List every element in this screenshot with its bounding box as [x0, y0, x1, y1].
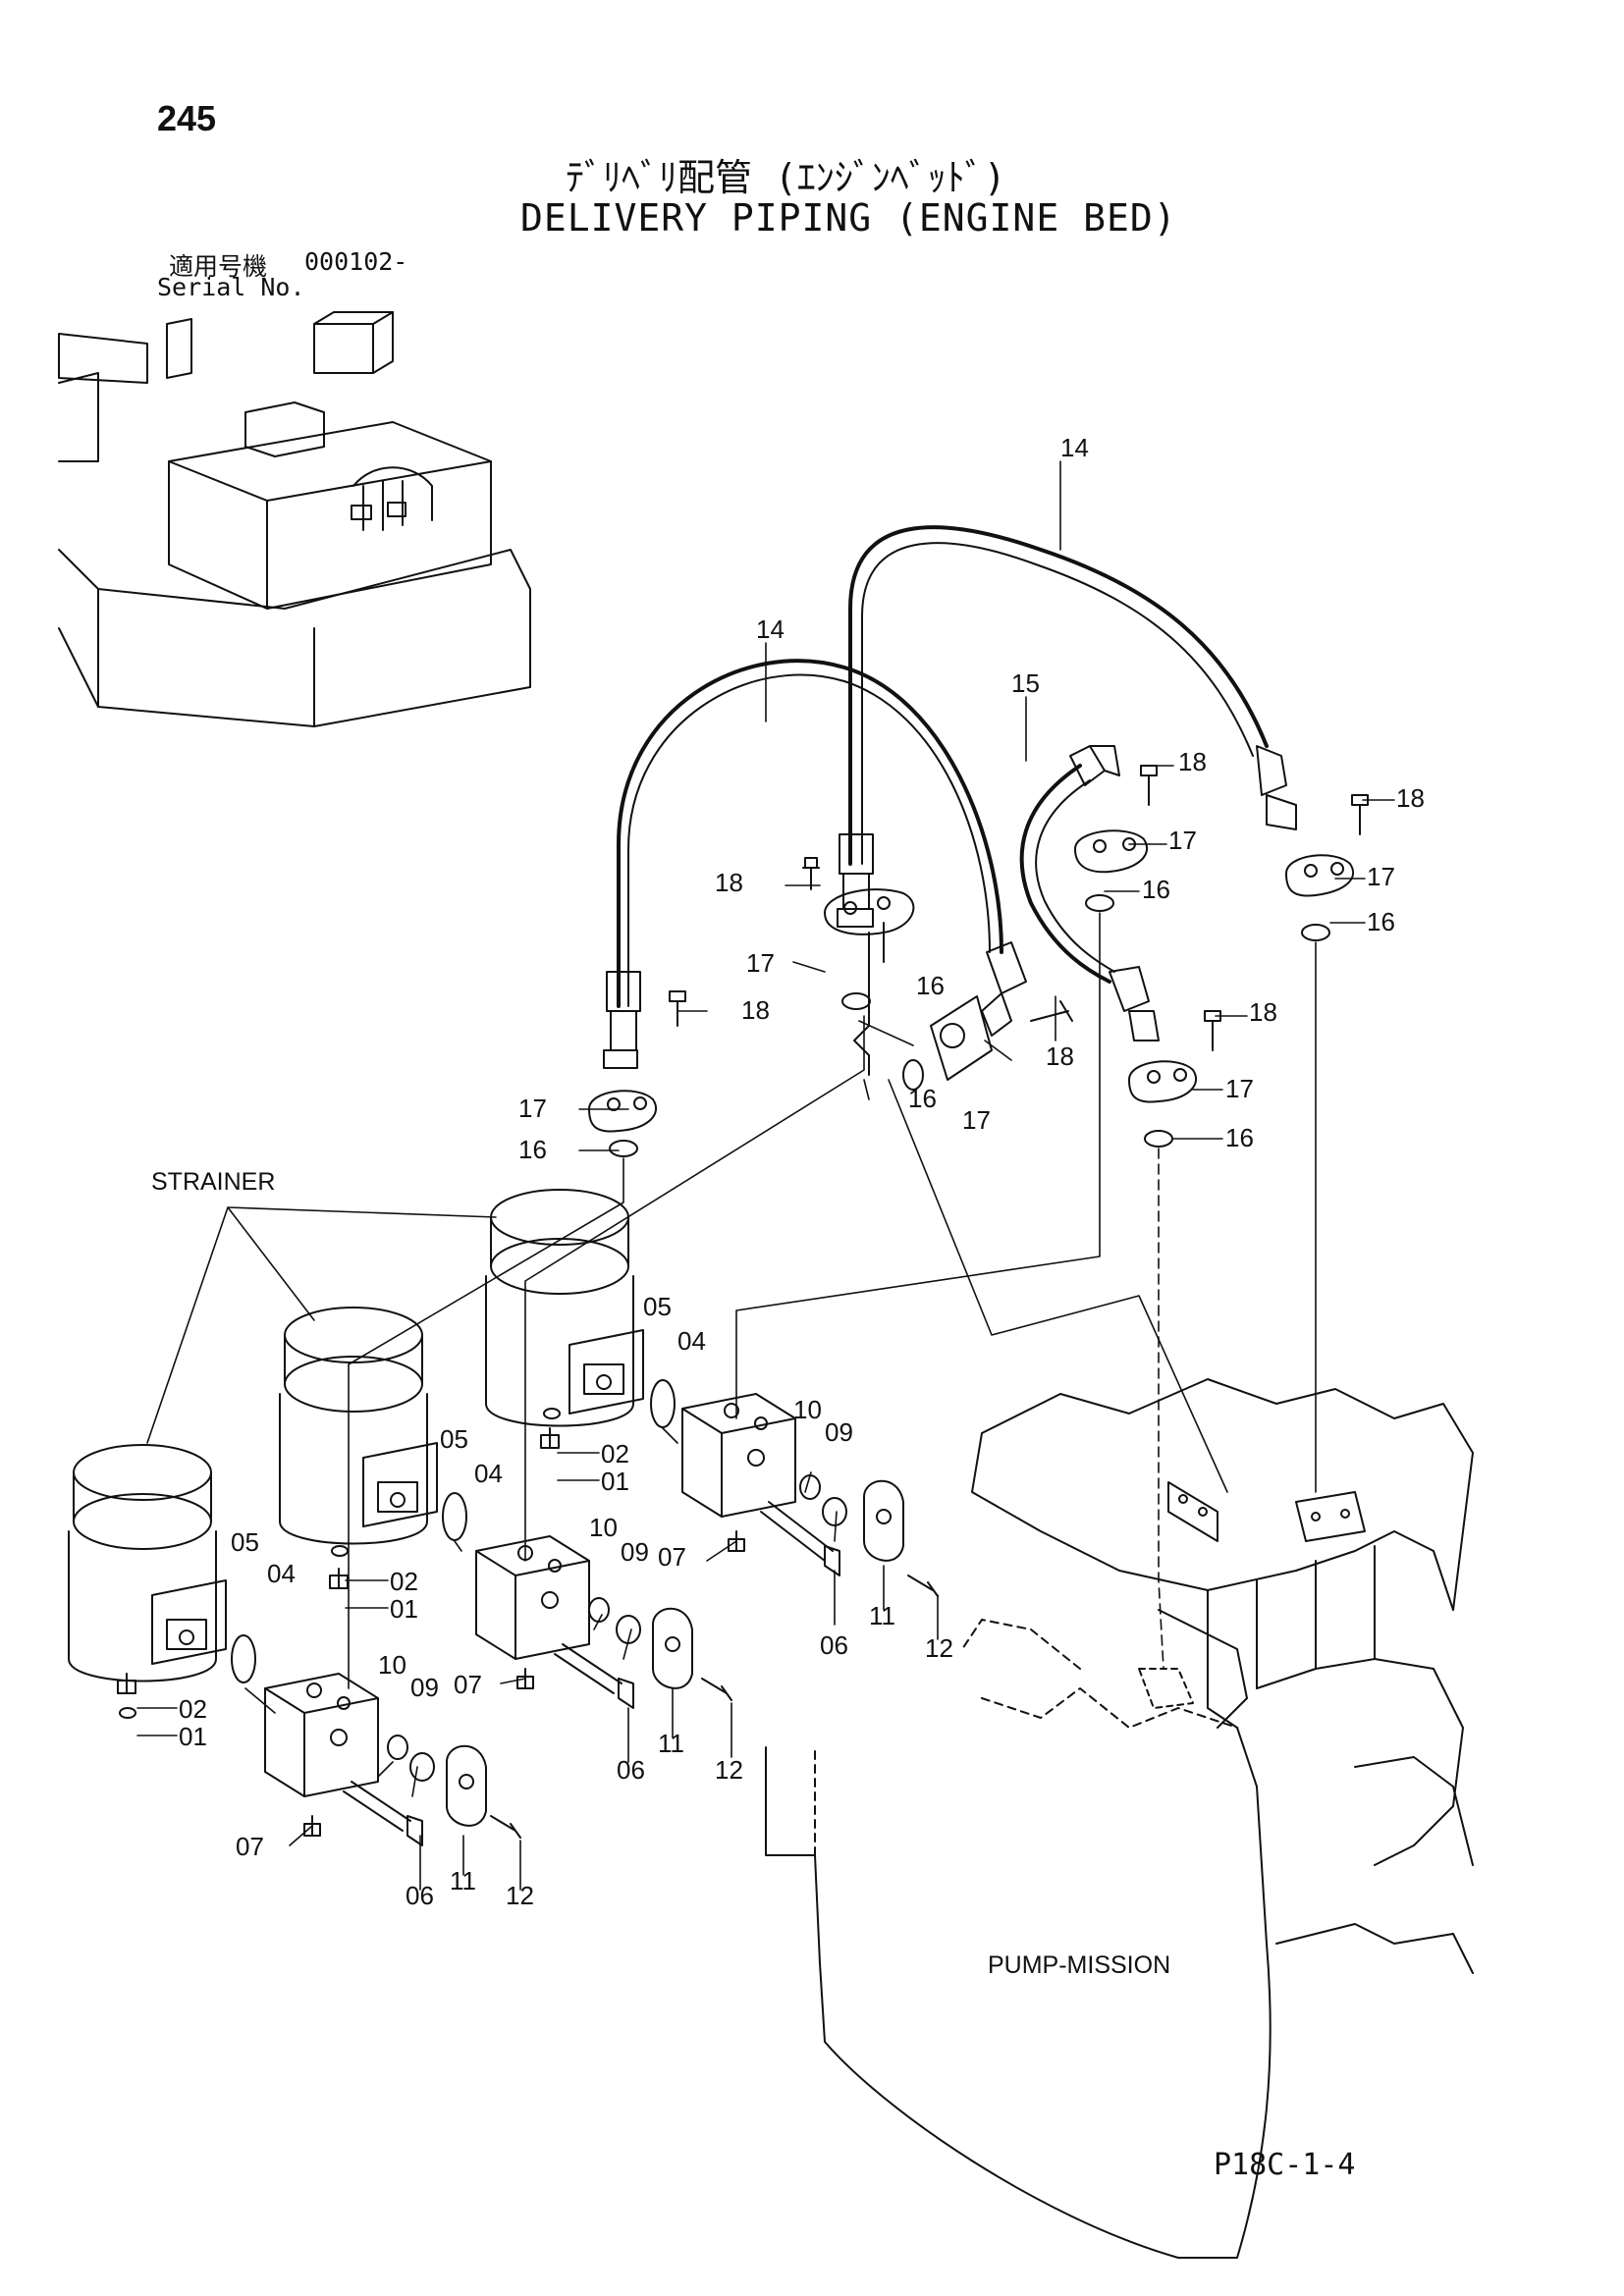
- page-number: 245: [157, 98, 217, 138]
- label-06-left: 06: [406, 1881, 434, 1910]
- label-06-right: 06: [820, 1630, 848, 1660]
- label-14-upper: 14: [1060, 433, 1089, 462]
- strainer-left: [68, 1444, 256, 1683]
- label-11-center: 11: [658, 1729, 684, 1758]
- label-17-f: 17: [962, 1105, 991, 1135]
- label-05-center: 05: [440, 1424, 468, 1454]
- label-layer: STRAINER PUMP-MISSION 14 14 15 18 18 18 …: [151, 433, 1425, 1979]
- label-12-right: 12: [925, 1633, 953, 1663]
- drawing-code: P18C-1-4: [1214, 2148, 1356, 2182]
- pump-mission-outline: [765, 1378, 1474, 2259]
- block-center: [329, 1535, 732, 1709]
- label-12-center: 12: [715, 1755, 743, 1785]
- label-17-b: 17: [1367, 862, 1395, 891]
- label-12-left: 12: [506, 1881, 534, 1910]
- label-18-a: 18: [1178, 747, 1207, 776]
- label-02-left: 02: [179, 1694, 207, 1724]
- label-18-e: 18: [1249, 997, 1277, 1027]
- block-left: [117, 1673, 521, 1846]
- flange-set-upper: [588, 765, 1369, 1157]
- title-english: DELIVERY PIPING (ENGINE BED): [520, 196, 1177, 240]
- label-15: 15: [1011, 668, 1040, 698]
- label-18-d: 18: [741, 995, 770, 1025]
- label-18-b: 18: [1396, 783, 1425, 813]
- label-10-left: 10: [378, 1650, 406, 1680]
- label-04-right: 04: [677, 1326, 706, 1356]
- label-16-d: 16: [518, 1135, 547, 1164]
- serial-label-english: Serial No.: [157, 273, 305, 301]
- label-18-f: 18: [1046, 1041, 1074, 1071]
- label-16-c: 16: [916, 971, 945, 1000]
- label-11-right: 11: [869, 1601, 895, 1630]
- label-10-center: 10: [589, 1513, 618, 1542]
- label-11-left: 11: [450, 1866, 476, 1896]
- label-16-a: 16: [1142, 875, 1170, 904]
- label-07-center: 07: [454, 1670, 482, 1699]
- label-04-center: 04: [474, 1459, 503, 1488]
- label-01-center: 01: [390, 1594, 418, 1624]
- label-10-right: 10: [793, 1395, 822, 1424]
- leader-lines: [136, 460, 1395, 1891]
- title-japanese: ﾃﾞﾘﾍﾞﾘ配管 (ｴﾝｼﾞﾝﾍﾞｯﾄﾞ): [566, 156, 1006, 199]
- label-17-e: 17: [1225, 1074, 1254, 1103]
- label-04-left: 04: [267, 1559, 296, 1588]
- label-06-center: 06: [617, 1755, 645, 1785]
- label-17-c: 17: [746, 948, 775, 978]
- strainer-center: [279, 1307, 467, 1545]
- label-02-right: 02: [601, 1439, 629, 1468]
- label-09-left: 09: [410, 1673, 439, 1702]
- label-01-left: 01: [179, 1722, 207, 1751]
- label-01-right: 01: [601, 1467, 629, 1496]
- label-05-right: 05: [643, 1292, 672, 1321]
- label-17-d: 17: [518, 1094, 547, 1123]
- serial-label-japanese: 適用号機: [169, 252, 268, 281]
- label-16-b: 16: [1367, 907, 1395, 936]
- label-18-c: 18: [715, 868, 743, 897]
- machine-locator-thumbnail: [58, 311, 531, 727]
- label-16-e: 16: [1225, 1123, 1254, 1152]
- label-07-right: 07: [658, 1542, 686, 1572]
- label-09-center: 09: [621, 1537, 649, 1567]
- label-17-a: 17: [1168, 826, 1197, 855]
- label-05-left: 05: [231, 1527, 259, 1557]
- hose-group: [603, 525, 1297, 1069]
- callout-pump-mission: PUMP-MISSION: [988, 1951, 1170, 1979]
- label-02-center: 02: [390, 1567, 418, 1596]
- label-14-left: 14: [756, 614, 785, 644]
- label-09-right: 09: [825, 1417, 853, 1447]
- label-07-left: 07: [236, 1832, 264, 1861]
- serial-number-value: 000102-: [304, 247, 408, 276]
- label-16-f: 16: [908, 1084, 937, 1113]
- callout-strainer: STRAINER: [151, 1168, 275, 1196]
